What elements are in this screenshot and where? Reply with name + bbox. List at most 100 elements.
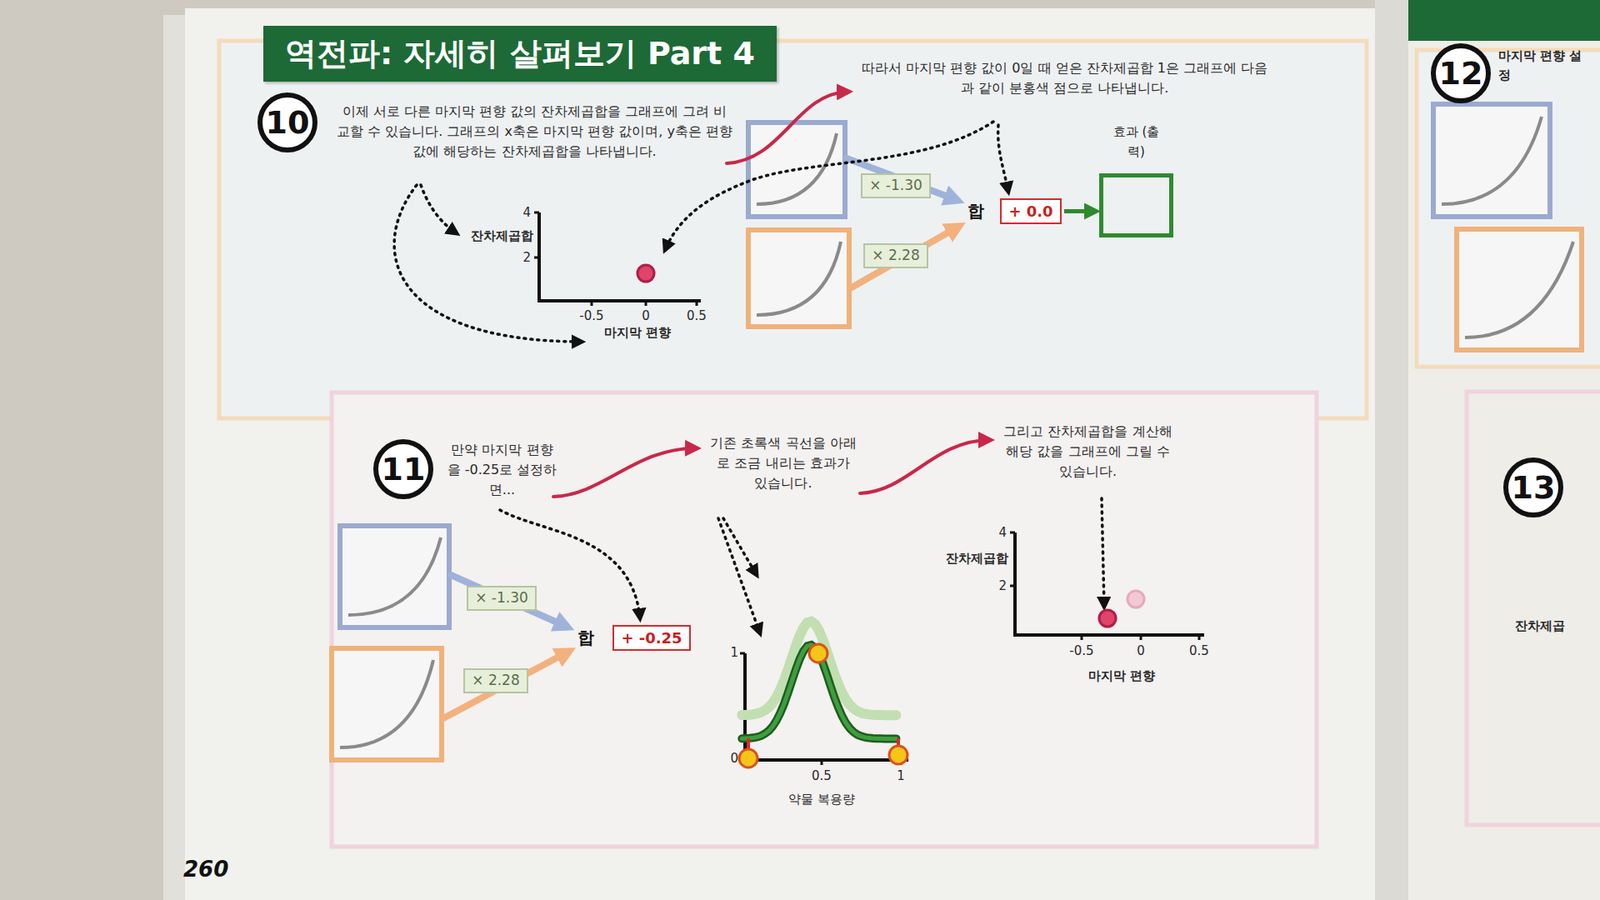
- callout-number: 12: [1430, 43, 1491, 104]
- input-curve-box: [331, 648, 442, 760]
- dotted-leader: [998, 125, 1009, 192]
- input-curve-box: [340, 525, 450, 628]
- node-text: × -1.30: [869, 176, 923, 194]
- explanation-text: 기존 초록색 곡선을 아래로 조금 내리는 효과가 있습니다.: [708, 433, 859, 494]
- explanation-text: 따라서 마지막 편향 값이 0일 때 얻은 잔차제곱합 1은 그래프에 다음과 …: [858, 58, 1271, 99]
- tick-label: 0.5: [678, 306, 715, 326]
- tick-label: 1: [718, 643, 739, 663]
- tick-label: 0: [718, 749, 739, 769]
- axis-title: 잔차제곱: [1515, 616, 1595, 636]
- red-callout-arrow: [726, 91, 849, 164]
- graph-axis: [534, 212, 1205, 765]
- axis-title: 마지막 편향: [1071, 666, 1172, 686]
- tick-label: 4: [986, 523, 1007, 543]
- graph-axis: [539, 212, 701, 301]
- book-page: [1408, 0, 1600, 41]
- red-callout-arrow: [553, 448, 697, 497]
- tick-label: 0: [633, 306, 659, 326]
- graph-axis: [1015, 532, 1205, 635]
- tick-label: 0.5: [1180, 641, 1218, 661]
- callout-number: 13: [1503, 457, 1564, 518]
- bias-box: + -0.25: [612, 625, 691, 651]
- weight-arrow: [443, 651, 569, 719]
- graph-axis: [534, 212, 697, 306]
- sum-label: 합: [963, 198, 989, 224]
- red-callout-arrow: [860, 440, 990, 494]
- ssr-point: [1127, 590, 1145, 608]
- section-panel: [1466, 391, 1600, 825]
- ssr-point: [1099, 610, 1116, 627]
- node-text: + 0.0: [1008, 202, 1053, 220]
- bias-box: + 0.0: [1000, 198, 1062, 225]
- input-curve-box: [1441, 116, 1542, 205]
- tick-label: 2: [986, 576, 1007, 596]
- tick-label: 0.5: [803, 766, 840, 786]
- dotted-leader: [723, 518, 757, 575]
- tick-label: -0.5: [573, 306, 610, 326]
- callout-number: 10: [257, 92, 318, 153]
- explanation-text: 그리고 잔차제곱합을 계산해 해당 값을 그래프에 그릴 수 있습니다.: [998, 421, 1178, 482]
- green-curve: [741, 621, 896, 716]
- node-text: × 2.28: [871, 246, 920, 264]
- node-text: 12: [1439, 55, 1484, 92]
- callout-number: 11: [373, 439, 434, 500]
- green-curve: [741, 621, 896, 740]
- dotted-leader: [718, 518, 760, 634]
- data-point: [739, 749, 758, 768]
- input-curve-box: [748, 230, 850, 327]
- node-text: 13: [1511, 469, 1556, 506]
- explanation-text: 만약 마지막 편향을 -0.25로 설정하면...: [445, 440, 559, 500]
- tick-label: 0: [1128, 641, 1154, 661]
- flow-arrow: [1064, 209, 1096, 214]
- node-text: 11: [381, 450, 426, 488]
- tick-label: -0.5: [1063, 641, 1100, 661]
- explanation-text: 이제 서로 다른 마지막 편향 값의 잔차제곱합을 그래프에 그려 비교할 수 …: [336, 101, 733, 162]
- page-number: 260: [183, 853, 259, 886]
- dotted-leader: [394, 185, 582, 342]
- section-panel: [331, 392, 1317, 847]
- axis-title: 잔차제곱합: [908, 549, 1009, 569]
- section-panel: [219, 40, 1367, 419]
- residual-line: [748, 738, 899, 750]
- graph-axis: [1010, 532, 1200, 640]
- input-curve-box: [1465, 241, 1574, 338]
- box-heading: 효과 (출력): [1110, 121, 1164, 162]
- input-curve-box: [748, 122, 845, 217]
- axis-title: 마지막 편향: [587, 323, 688, 343]
- input-curve-box: [348, 537, 441, 615]
- data-point: [809, 644, 828, 663]
- data-point: [889, 745, 908, 765]
- node-text: 10: [265, 104, 310, 141]
- tick-label: 2: [510, 248, 531, 268]
- tick-label: 1: [888, 766, 914, 786]
- ssr-point: [637, 265, 655, 282]
- input-curve-box: [756, 241, 841, 315]
- weight-arrow: [450, 575, 567, 627]
- data-point: [739, 644, 908, 768]
- green-curve: [741, 645, 896, 740]
- section-heading: 마지막 편향 설정: [1498, 46, 1590, 85]
- weight-box: × -1.30: [860, 173, 931, 199]
- book-page: [185, 8, 1419, 900]
- weight-box: × -1.30: [466, 585, 537, 611]
- axis-title: 잔차제곱합: [441, 226, 534, 246]
- dotted-leader: [394, 121, 1105, 634]
- node-text: × -1.30: [475, 589, 529, 606]
- title-banner: 역전파: 자세히 살펴보기 Part 4: [263, 25, 777, 82]
- tick-label: 4: [510, 203, 531, 223]
- sum-label: 합: [573, 625, 599, 650]
- axis-title: 약물 복용량: [771, 790, 872, 810]
- dotted-leader: [1101, 498, 1105, 607]
- dotted-leader: [665, 121, 994, 250]
- weight-box: × 2.28: [463, 668, 529, 694]
- node-text: + -0.25: [620, 629, 682, 647]
- weight-arrow: [846, 158, 957, 200]
- dotted-leader: [420, 185, 457, 234]
- node-text: × 2.28: [471, 671, 520, 689]
- output-box: 효과 (출력): [1099, 173, 1174, 238]
- input-curve-box: [1433, 104, 1550, 217]
- input-curve-box: [331, 104, 1582, 760]
- weight-arrow: [851, 226, 959, 288]
